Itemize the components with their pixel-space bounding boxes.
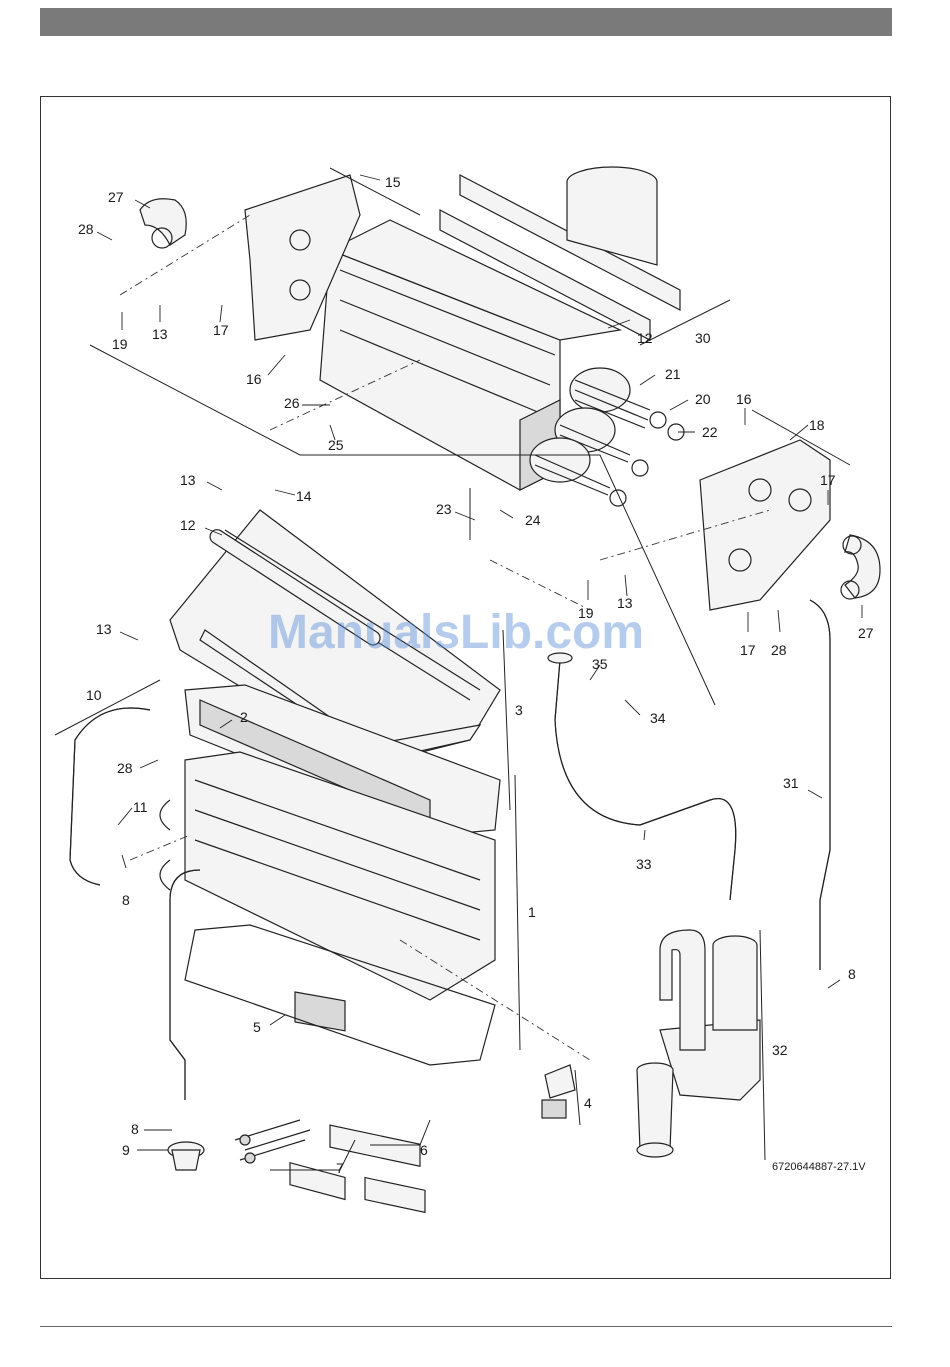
water-pipe-left <box>70 708 150 885</box>
callout-17-right-bottom: 17 <box>740 642 756 658</box>
elbow-connector-right <box>841 535 880 599</box>
callout-16: 16 <box>246 371 262 387</box>
condensate-siphon <box>637 930 760 1157</box>
callout-2: 2 <box>240 709 248 725</box>
callout-7: 7 <box>336 1160 344 1176</box>
callout-6: 6 <box>420 1142 428 1158</box>
callout-11: 11 <box>133 799 148 815</box>
callout-13-right: 13 <box>617 595 633 611</box>
callout-5: 5 <box>253 1019 261 1035</box>
callout-3: 3 <box>515 702 523 718</box>
callout-34: 34 <box>650 710 666 726</box>
callout-8-right: 8 <box>848 966 856 982</box>
sensor-clip <box>542 1065 575 1118</box>
callout-30: 30 <box>695 330 711 346</box>
callout-16-right: 16 <box>736 391 752 407</box>
callout-12: 12 <box>637 330 653 346</box>
callout-22: 22 <box>702 424 718 440</box>
drawing-code: 6720644887-27.1V <box>772 1161 866 1173</box>
callout-33: 33 <box>636 856 652 872</box>
electrode-set <box>235 1120 345 1199</box>
callout-15: 15 <box>385 174 401 190</box>
drain-plug <box>168 1142 204 1170</box>
callout-25: 25 <box>328 437 344 453</box>
callout-14: 14 <box>296 488 312 504</box>
callout-20: 20 <box>695 391 711 407</box>
callout-10: 10 <box>86 687 102 703</box>
callout-17-right-top: 17 <box>820 472 836 488</box>
callout-32: 32 <box>772 1042 788 1058</box>
callout-28-right: 28 <box>771 642 787 658</box>
callout-12-burner: 12 <box>180 517 196 533</box>
water-pipe-lower <box>170 870 200 1100</box>
callout-9: 9 <box>122 1142 130 1158</box>
callout-31: 31 <box>783 775 799 791</box>
callout-4: 4 <box>584 1095 592 1111</box>
callout-17: 17 <box>213 322 229 338</box>
callout-23: 23 <box>436 501 452 517</box>
callout-8-bottom: 8 <box>131 1121 139 1137</box>
callout-28: 28 <box>78 221 94 237</box>
callout-24: 24 <box>525 512 541 528</box>
callout-8-left: 8 <box>122 892 130 908</box>
callout-27: 27 <box>108 189 124 205</box>
callout-19-right: 19 <box>578 605 594 621</box>
callout-13-left: 13 <box>96 621 112 637</box>
callout-26: 26 <box>284 395 300 411</box>
callout-21: 21 <box>665 366 681 382</box>
callout-13: 13 <box>152 326 168 342</box>
callout-28-left: 28 <box>117 760 133 776</box>
callout-13-burner: 13 <box>180 472 196 488</box>
callout-18: 18 <box>809 417 825 433</box>
pipe-right-31 <box>810 600 830 970</box>
callout-35: 35 <box>592 656 608 672</box>
callout-1: 1 <box>528 904 536 920</box>
callout-19: 19 <box>112 336 128 352</box>
side-plate-right <box>700 440 830 610</box>
callout-27-right: 27 <box>858 625 874 641</box>
